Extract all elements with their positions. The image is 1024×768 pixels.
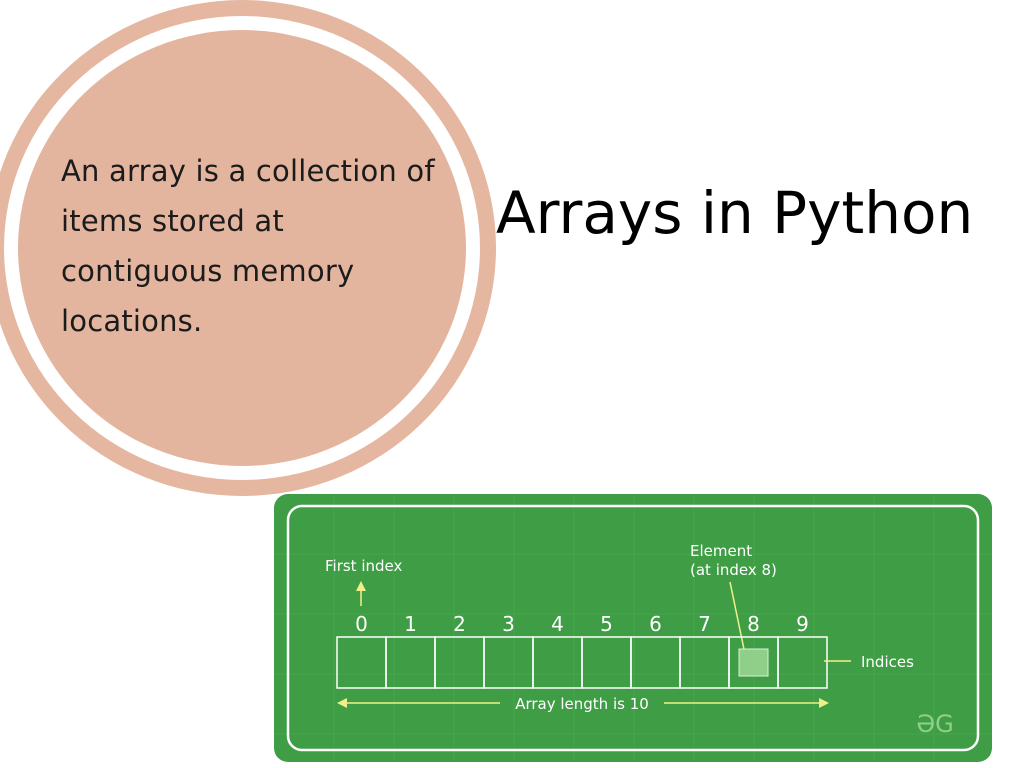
background-grid xyxy=(274,494,992,762)
index-label: 4 xyxy=(551,612,564,636)
indices-label: Indices xyxy=(861,653,914,671)
highlighted-element xyxy=(738,648,769,677)
index-label: 1 xyxy=(404,612,417,636)
element-label-line1: Element xyxy=(690,542,752,560)
indices-group: 0 1 2 3 4 5 6 7 8 9 xyxy=(355,612,809,636)
array-cells-group xyxy=(336,636,828,689)
array-definition-text: An array is a collection of items stored… xyxy=(61,154,435,338)
index-label: 6 xyxy=(649,612,662,636)
array-diagram-svg: First index Element (at index 8) 0 1 2 3 4 5 6… xyxy=(274,494,992,762)
index-label: 3 xyxy=(502,612,515,636)
index-label: 9 xyxy=(796,612,809,636)
index-label: 2 xyxy=(453,612,466,636)
slide-title: Arrays in Python xyxy=(496,179,974,247)
diagram-inner-border xyxy=(286,504,980,752)
array-length-label: Array length is 10 xyxy=(515,695,649,713)
index-label: 0 xyxy=(355,612,368,636)
array-diagram: First index Element (at index 8) 0 1 2 3 4 5 6… xyxy=(274,494,992,762)
element-label-line2: (at index 8) xyxy=(690,561,777,579)
first-index-label: First index xyxy=(325,557,402,575)
gfg-logo-icon: ƏG xyxy=(916,710,954,738)
index-label: 5 xyxy=(600,612,613,636)
index-label: 8 xyxy=(747,612,760,636)
decorative-circle-inner xyxy=(18,30,466,466)
index-label: 7 xyxy=(698,612,711,636)
array-cell xyxy=(777,636,828,689)
element-pointer-line xyxy=(729,581,746,655)
diagram-background xyxy=(274,494,992,762)
